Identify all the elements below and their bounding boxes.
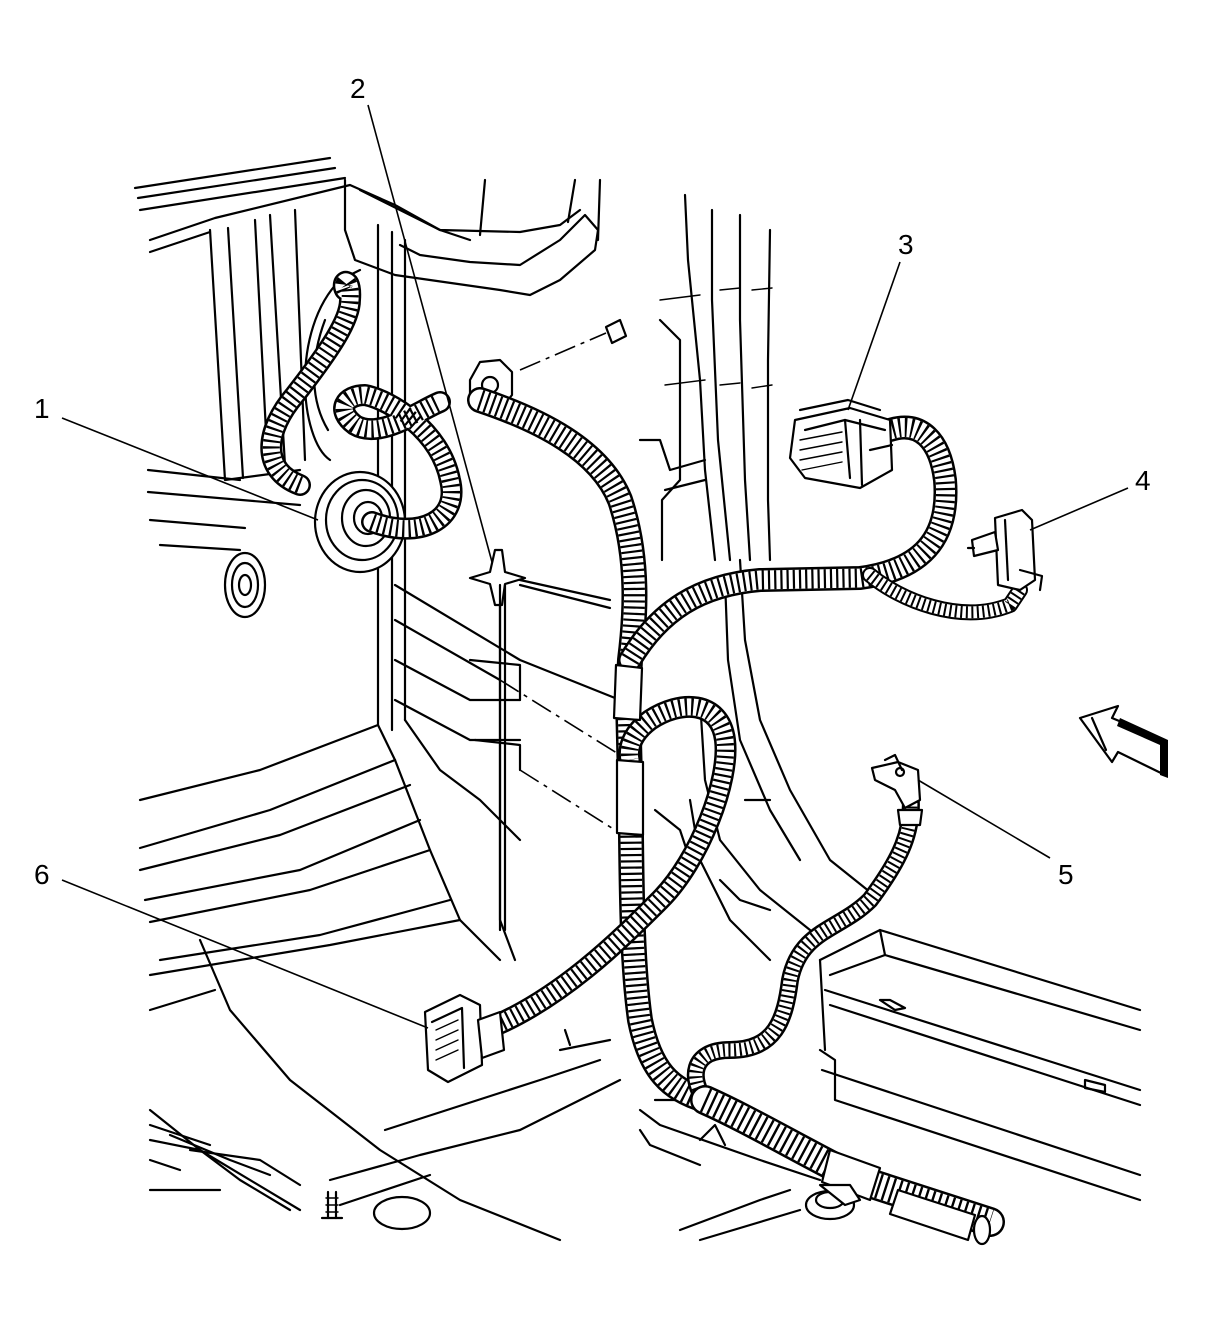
wiring-harness: [271, 282, 1020, 1246]
leader-3: [847, 261, 901, 411]
callout-3: 3: [898, 229, 914, 260]
harness-left-loop: [271, 282, 350, 485]
callout-2: 2: [350, 73, 366, 104]
floor-bolt: [320, 1190, 344, 1220]
ground-terminal-5: [870, 753, 924, 827]
leader-4: [1029, 487, 1129, 531]
connector-4: [966, 508, 1044, 592]
callout-labels: 1 2 3 4 5 6: [34, 73, 1151, 890]
body-structure: [133, 156, 1142, 1242]
harness-branch-connector-3: [630, 427, 946, 660]
direction-arrow-icon: [1078, 704, 1168, 778]
grommet-small: [223, 551, 267, 619]
leader-5: [917, 779, 1051, 859]
callout-5: 5: [1058, 859, 1074, 890]
leader-lines: [61, 104, 1129, 1029]
callout-6: 6: [34, 859, 50, 890]
leader-6: [61, 879, 429, 1029]
harness-ground-lead: [696, 790, 911, 1100]
leader-2: [367, 104, 493, 563]
connector-3: [788, 398, 894, 490]
callout-1: 1: [34, 393, 50, 424]
callout-4: 4: [1135, 465, 1151, 496]
tie-strap-retainer: [468, 548, 621, 932]
connector-6: [423, 993, 506, 1084]
leader-1: [61, 417, 319, 521]
harness-main-trunk: [480, 400, 705, 1100]
